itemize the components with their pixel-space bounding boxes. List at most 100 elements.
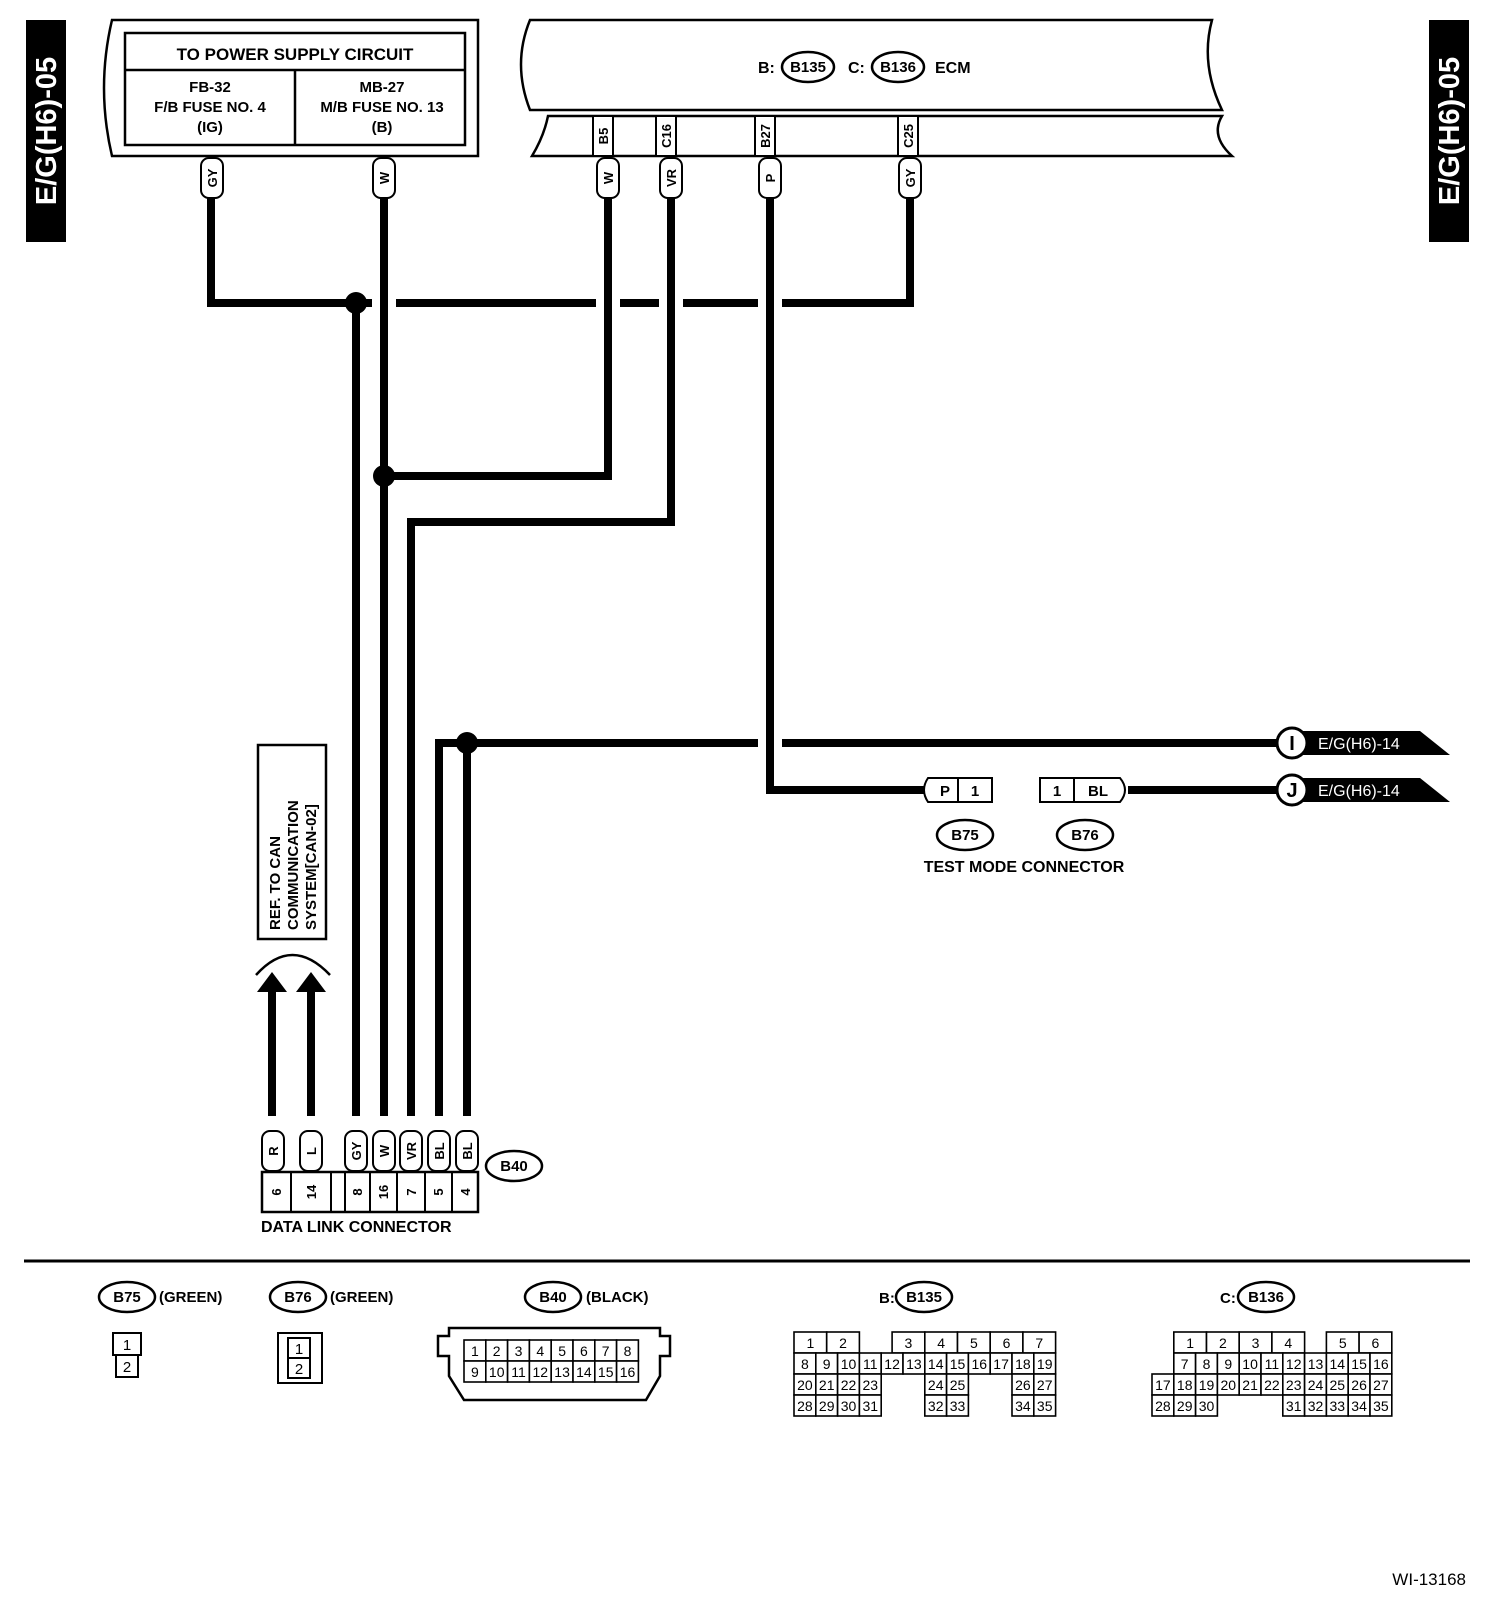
- ref-i: I E/G(H6)-14: [1275, 726, 1450, 760]
- b135-pin-2: 2: [839, 1335, 847, 1351]
- b136-pin-10: 10: [1242, 1356, 1258, 1372]
- b136-pin-35-cell: [1369, 1394, 1393, 1417]
- b136-pin-33: 33: [1330, 1398, 1346, 1414]
- ecm-pin-c25: C25: [901, 124, 916, 148]
- dlc-pin-7: 7: [404, 1188, 419, 1195]
- dlc-wire-vr: VR: [404, 1141, 419, 1160]
- b136-pin-19: 19: [1199, 1377, 1215, 1393]
- dlc-label: DATA LINK CONNECTOR: [261, 1219, 452, 1236]
- b76-wire-label: BL: [1088, 783, 1108, 800]
- dlc-wire-gy: GY: [349, 1141, 364, 1160]
- ref-i-letter: I: [1289, 733, 1295, 755]
- b136-pin-15: 15: [1351, 1356, 1367, 1372]
- b136-pin-30: 30: [1199, 1398, 1215, 1414]
- b40-pin-2: 2: [493, 1343, 501, 1359]
- legend-b75: B75 (GREEN) 1 2: [97, 1280, 222, 1378]
- b135-pin-10: 10: [841, 1356, 857, 1372]
- b136-pin-6: 6: [1372, 1335, 1380, 1351]
- b136-pin-22: 22: [1264, 1377, 1280, 1393]
- left-page-tab: E/G(H6)-05: [26, 20, 66, 242]
- dlc-pin-5: 5: [431, 1188, 446, 1195]
- dlc-pin-14: 14: [304, 1184, 319, 1199]
- right-page-tab: E/G(H6)-05: [1429, 20, 1469, 242]
- b136-pin-7: 7: [1181, 1356, 1189, 1372]
- ecm-pin-b27: B27: [758, 124, 773, 148]
- b136-pin-18: 18: [1177, 1377, 1193, 1393]
- b136-pin-34: 34: [1351, 1398, 1367, 1414]
- wire-tag-w-b5: W: [601, 171, 616, 184]
- ref-j: J E/G(H6)-14: [1275, 773, 1450, 807]
- b75-pin-label: 1: [971, 783, 979, 800]
- legend-b75-color: (GREEN): [159, 1289, 222, 1306]
- ecm-box: B: B135 C: B136 ECM B5 C16 B27 C25: [519, 18, 1236, 158]
- fuse-mb27-code: MB-27: [359, 79, 404, 96]
- can-reference-box: REF. TO CAN COMMUNICATION SYSTEM[CAN-02]: [255, 743, 331, 992]
- b40-pin-8: 8: [624, 1343, 632, 1359]
- b135-pin-32: 32: [928, 1398, 944, 1414]
- legend-b135-id: B135: [906, 1289, 942, 1306]
- b136-pin-4: 4: [1284, 1335, 1292, 1351]
- b136-pin-24: 24: [1308, 1377, 1324, 1393]
- dlc-wire-r: R: [266, 1146, 281, 1156]
- b135-pin-34: 34: [1015, 1398, 1031, 1414]
- b135-pin-8: 8: [801, 1356, 809, 1372]
- b40-pin-12: 12: [533, 1364, 549, 1380]
- ref-j-target: E/G(H6)-14: [1318, 783, 1400, 800]
- b136-pin-11: 11: [1265, 1356, 1280, 1372]
- b135-pin-7: 7: [1035, 1335, 1043, 1351]
- b40-pin-13: 13: [554, 1364, 570, 1380]
- legend-b135-prefix: B:: [879, 1290, 895, 1307]
- b136-pin-29: 29: [1177, 1398, 1193, 1414]
- b40-pin-5: 5: [558, 1343, 566, 1359]
- b135-pin-5: 5: [970, 1335, 978, 1351]
- legend-b76-color: (GREEN): [330, 1289, 393, 1306]
- ecm-connector-b136: B136: [880, 59, 916, 76]
- b136-pin-13: 13: [1308, 1356, 1324, 1372]
- b76-connector-id: B76: [1071, 827, 1099, 844]
- b136-pin-9: 9: [1224, 1356, 1232, 1372]
- dlc-wire-bl-4: BL: [460, 1142, 475, 1159]
- wire-tag-w-mb27: W: [377, 171, 392, 184]
- b135-pin-14: 14: [928, 1356, 944, 1372]
- b40-pin-7: 7: [602, 1343, 610, 1359]
- b135-pin-23: 23: [863, 1377, 879, 1393]
- dlc-connector-id: B40: [500, 1158, 528, 1175]
- power-supply-title: TO POWER SUPPLY CIRCUIT: [177, 45, 414, 64]
- b40-pin-16-cell: [615, 1360, 640, 1383]
- ecm-connector-b135: B135: [790, 59, 826, 76]
- b135-pin-1: 1: [806, 1335, 814, 1351]
- dlc-wire-l: L: [304, 1147, 319, 1155]
- b135-pin-13: 13: [906, 1356, 922, 1372]
- wire-tag-gy-c25: GY: [903, 168, 918, 187]
- ref-i-target: E/G(H6)-14: [1318, 736, 1400, 753]
- can-ref-line1: REF. TO CAN: [267, 836, 284, 930]
- ref-j-letter: J: [1286, 780, 1297, 802]
- top-wire-tags: GY W W VR P GY: [200, 157, 922, 199]
- b40-pin-3: 3: [515, 1343, 523, 1359]
- b76-pin-label: 1: [1053, 783, 1061, 800]
- dlc-wire-bl-5: BL: [432, 1142, 447, 1159]
- legend-b76-id: B76: [284, 1289, 312, 1306]
- b135-pin-12: 12: [884, 1356, 900, 1372]
- test-mode-connector: P 1 1 BL B75 B76 TEST MODE CONNECTOR: [923, 777, 1126, 876]
- b135-pin-26: 26: [1015, 1377, 1031, 1393]
- legend-b76-pin1: 1: [295, 1341, 303, 1358]
- fuse-fb32-name: F/B FUSE NO. 4: [154, 99, 266, 116]
- b40-pin-16: 16: [620, 1364, 636, 1380]
- wire-tag-vr-c16: VR: [664, 168, 679, 187]
- b135-pin-11: 11: [863, 1356, 878, 1372]
- legend-b40-id: B40: [539, 1289, 567, 1306]
- b135-pin-21: 21: [819, 1377, 835, 1393]
- b135-pin-15: 15: [950, 1356, 966, 1372]
- b135-pin-19: 19: [1037, 1356, 1053, 1372]
- b136-pin-25: 25: [1330, 1377, 1346, 1393]
- fuse-mb27-name: M/B FUSE NO. 13: [320, 99, 443, 116]
- legend-b75-pin2: 2: [123, 1359, 131, 1376]
- legend-b76: B76 (GREEN) 1 2: [268, 1280, 393, 1384]
- b136-pin-35: 35: [1373, 1398, 1389, 1414]
- wires: [207, 196, 1286, 1116]
- b135-pin-27: 27: [1037, 1377, 1053, 1393]
